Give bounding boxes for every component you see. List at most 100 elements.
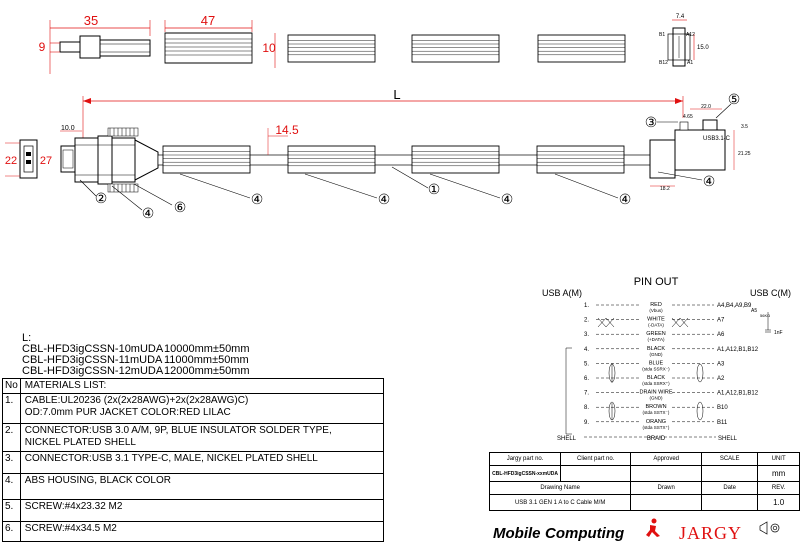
wire-color: GREEN bbox=[646, 331, 666, 337]
materials-row: 1. CABLE:UL20236 (2x(2x28AWG)+2x(2x28AWG… bbox=[2, 393, 384, 424]
braid-label: BRAID bbox=[647, 436, 666, 442]
top-view: 35 47 9 10 bbox=[39, 13, 626, 74]
wire-signal: (GND) bbox=[650, 352, 663, 357]
shell-left: SHELL bbox=[557, 436, 577, 442]
wire-signal: (stda SSTX⁻) bbox=[643, 410, 670, 415]
materials-table: No MATERIALS LIST: 1. CABLE:UL20236 (2x(… bbox=[2, 378, 384, 542]
runner-icon bbox=[646, 518, 660, 537]
usb-c-pin: A4,B4,A9,B9 bbox=[717, 303, 752, 309]
materials-no-header: No bbox=[2, 378, 21, 394]
materials-row: 2. CONNECTOR:USB 3.0 A/M, 9P, BLUE INSUL… bbox=[2, 423, 384, 452]
wire-signal: (stda SSRX⁺) bbox=[642, 381, 670, 386]
callout-4a: ④ bbox=[142, 205, 155, 221]
date-value bbox=[701, 494, 759, 511]
callout-4c: ④ bbox=[378, 191, 391, 207]
part-no: CBL-HFD3igCSSN-xxmUDA bbox=[488, 465, 562, 482]
materials-row: 3. CONNECTOR:USB 3.1 TYPE-C, MALE, NICKE… bbox=[2, 451, 384, 474]
title-block-row: Drawing Name Drawn Date REV. bbox=[488, 481, 800, 495]
length-part: CBL-HFD3igCSSN-11mUDA bbox=[22, 354, 163, 366]
wire-signal: (-DATA) bbox=[648, 323, 664, 328]
pinout-left-header: USB A(M) bbox=[542, 288, 582, 298]
dim-18-2: 18.2 bbox=[660, 186, 670, 192]
drawing-name-label: Drawing Name bbox=[488, 481, 632, 495]
callout-4e: ④ bbox=[619, 191, 632, 207]
callout-4d: ④ bbox=[501, 191, 514, 207]
wire-signal: (Vbus) bbox=[649, 308, 663, 313]
date-label: Date bbox=[701, 481, 759, 495]
materials-row: 4. ABS HOUSING, BLACK COLOR bbox=[2, 473, 384, 500]
pin-number: 4. bbox=[584, 347, 589, 353]
dim-10: 10 bbox=[262, 41, 276, 55]
resistor-value: 56KΩ bbox=[760, 313, 770, 318]
pin-a1: A1 bbox=[687, 60, 693, 66]
pin-b1: B1 bbox=[659, 32, 665, 38]
rev-label: REV. bbox=[757, 481, 800, 495]
wire-color: BROWN bbox=[645, 404, 666, 410]
usb-c-pin: A1,A12,B1,B12 bbox=[717, 391, 759, 397]
resistor-label: A5 bbox=[751, 308, 757, 314]
materials-no: 1. bbox=[2, 393, 21, 424]
pin-number: 1. bbox=[584, 303, 589, 309]
materials-no: 3. bbox=[2, 451, 21, 474]
materials-line: NICKEL PLATED SHELL bbox=[24, 437, 136, 448]
pin-number: 3. bbox=[584, 332, 589, 338]
dim-22-0: 22.0 bbox=[701, 104, 711, 110]
callout-3: ③ bbox=[645, 114, 658, 130]
pinout-title: PIN OUT bbox=[634, 276, 679, 288]
usb-c-pin: A3 bbox=[717, 361, 725, 367]
pin-number: 7. bbox=[584, 391, 589, 397]
dim-l: L bbox=[393, 87, 400, 102]
materials-header-row: No MATERIALS LIST: bbox=[2, 378, 384, 394]
pin-number: 2. bbox=[584, 318, 589, 324]
materials-header: MATERIALS LIST: bbox=[19, 378, 384, 394]
materials-no: 2. bbox=[2, 423, 21, 452]
logo-area: Mobile Computing JARGY bbox=[493, 518, 780, 543]
callout-2: ② bbox=[95, 190, 108, 206]
materials-desc: SCREW:#4x23.32 M2 bbox=[19, 499, 384, 522]
dim-9: 9 bbox=[39, 40, 46, 54]
logo-computing: Computing bbox=[545, 525, 624, 542]
rev-value: 1.0 bbox=[757, 494, 800, 511]
pinout-diagram: PIN OUT USB A(M) USB C(M) 1.RED(Vbus)A4,… bbox=[542, 276, 791, 442]
materials-row: 5. SCREW:#4x23.32 M2 bbox=[2, 499, 384, 522]
pin-number: 8. bbox=[584, 405, 589, 411]
title-block-row: Jargy part no. Client part no. Approved … bbox=[488, 452, 800, 466]
capacitor-label: 1nF bbox=[774, 330, 783, 336]
materials-desc: CABLE:UL20236 (2x(2x28AWG)+2x(2x28AWG)C)… bbox=[19, 393, 384, 424]
usb-c-pin: B10 bbox=[717, 405, 728, 411]
pinout-right-header: USB C(M) bbox=[750, 288, 791, 298]
materials-row: 6. SCREW:#4x34.5 M2 bbox=[2, 521, 384, 542]
materials-desc: SCREW:#4x34.5 M2 bbox=[19, 521, 384, 542]
materials-line: CABLE:UL20236 (2x(2x28AWG)+2x(2x28AWG)C) bbox=[24, 395, 249, 406]
materials-desc: CONNECTOR:USB 3.0 A/M, 9P, BLUE INSULATO… bbox=[19, 423, 384, 452]
unit-value: mm bbox=[757, 465, 800, 482]
pin-number: 9. bbox=[584, 420, 589, 426]
length-row: CBL-HFD3igCSSN-10mUDA10000mm±50mm bbox=[22, 344, 250, 355]
wire-signal: (stda SSRX⁻) bbox=[642, 366, 670, 371]
lengths-heading: L: bbox=[22, 332, 32, 344]
title-block-row: USB 3.1 GEN 1 A to C Cable M/M 1.0 bbox=[488, 494, 800, 511]
dim-35: 35 bbox=[84, 13, 98, 28]
materials-no: 5. bbox=[2, 499, 21, 522]
side-view: L 22 27 10.0 bbox=[5, 87, 751, 221]
length-part: CBL-HFD3igCSSN-12mUDA bbox=[22, 365, 164, 377]
materials-line: CONNECTOR:USB 3.0 A/M, 9P, BLUE INSULATO… bbox=[24, 425, 332, 436]
wire-color: ORANG bbox=[646, 419, 666, 425]
jargy-part-label: Jargy part no. bbox=[488, 452, 562, 466]
pin-number: 6. bbox=[584, 376, 589, 382]
dim-7-4: 7.4 bbox=[676, 14, 685, 20]
callout-5: ⑤ bbox=[728, 91, 741, 107]
usb-c-pin: B11 bbox=[717, 420, 728, 426]
wire-color: DRAIN WIRE bbox=[640, 390, 673, 396]
title-block-row: CBL-HFD3igCSSN-xxmUDA mm bbox=[488, 465, 800, 482]
wire-signal: (+DATA) bbox=[648, 337, 665, 342]
end-view: 7.4 15.0 B1 A12 B12 A1 bbox=[659, 14, 709, 67]
dim-15-0: 15.0 bbox=[697, 45, 709, 51]
title-block: Jargy part no. Client part no. Approved … bbox=[488, 452, 800, 511]
usb-c-pin: A2 bbox=[717, 376, 725, 382]
dim-27: 27 bbox=[40, 155, 52, 167]
projection-symbol-icon bbox=[759, 521, 780, 535]
logo-jargy: JARGY bbox=[679, 523, 742, 543]
approved-label: Approved bbox=[630, 452, 703, 466]
